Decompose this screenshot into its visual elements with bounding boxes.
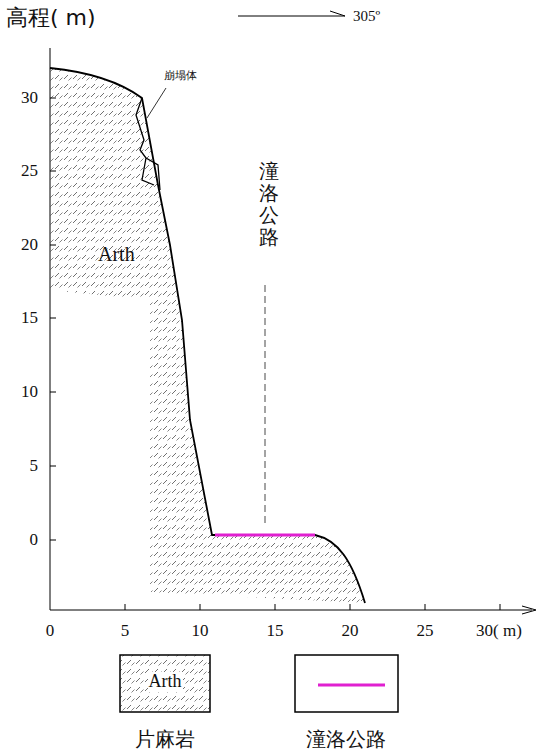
y-tick: 10 <box>21 383 38 402</box>
legend-text: 潼洛公路 <box>306 728 386 750</box>
road-dashed-line <box>265 285 266 525</box>
rock-label: Arth <box>98 243 135 265</box>
direction-arrow <box>238 11 345 16</box>
axis-title: 高程( m) <box>6 6 96 30</box>
road-label: 潼洛公路 <box>258 160 280 248</box>
road-line <box>215 534 315 537</box>
legend-gneiss-box <box>120 655 210 712</box>
y-tick: 20 <box>21 236 38 255</box>
legend-road-box <box>295 655 398 712</box>
y-tick: 30 <box>21 89 38 108</box>
x-tick: 20 <box>342 622 359 641</box>
x-tick: 30( m) <box>476 622 522 641</box>
collapse-body <box>136 98 160 190</box>
direction-label: 305º <box>353 8 380 25</box>
y-tick: 0 <box>30 531 39 550</box>
gneiss-body <box>50 68 365 603</box>
y-tick: 5 <box>30 457 39 476</box>
x-tick: 10 <box>192 622 209 641</box>
axis-ticks <box>50 98 500 610</box>
x-axis <box>50 610 532 611</box>
y-tick: 15 <box>21 309 38 328</box>
callout-label: 崩塌体 <box>164 70 197 82</box>
x-axis-arrow <box>522 606 536 614</box>
ground-surface <box>50 68 365 603</box>
legend-rock-code: Arth <box>148 672 183 692</box>
x-tick: 5 <box>121 622 130 641</box>
y-axis <box>50 48 51 610</box>
x-tick: 15 <box>267 622 284 641</box>
legend-road-sample <box>318 684 385 687</box>
x-tick: 0 <box>46 622 55 641</box>
x-tick: 25 <box>417 622 434 641</box>
leader-line <box>147 88 166 118</box>
y-tick: 25 <box>21 162 38 181</box>
legend-text: 片麻岩 <box>135 728 195 750</box>
